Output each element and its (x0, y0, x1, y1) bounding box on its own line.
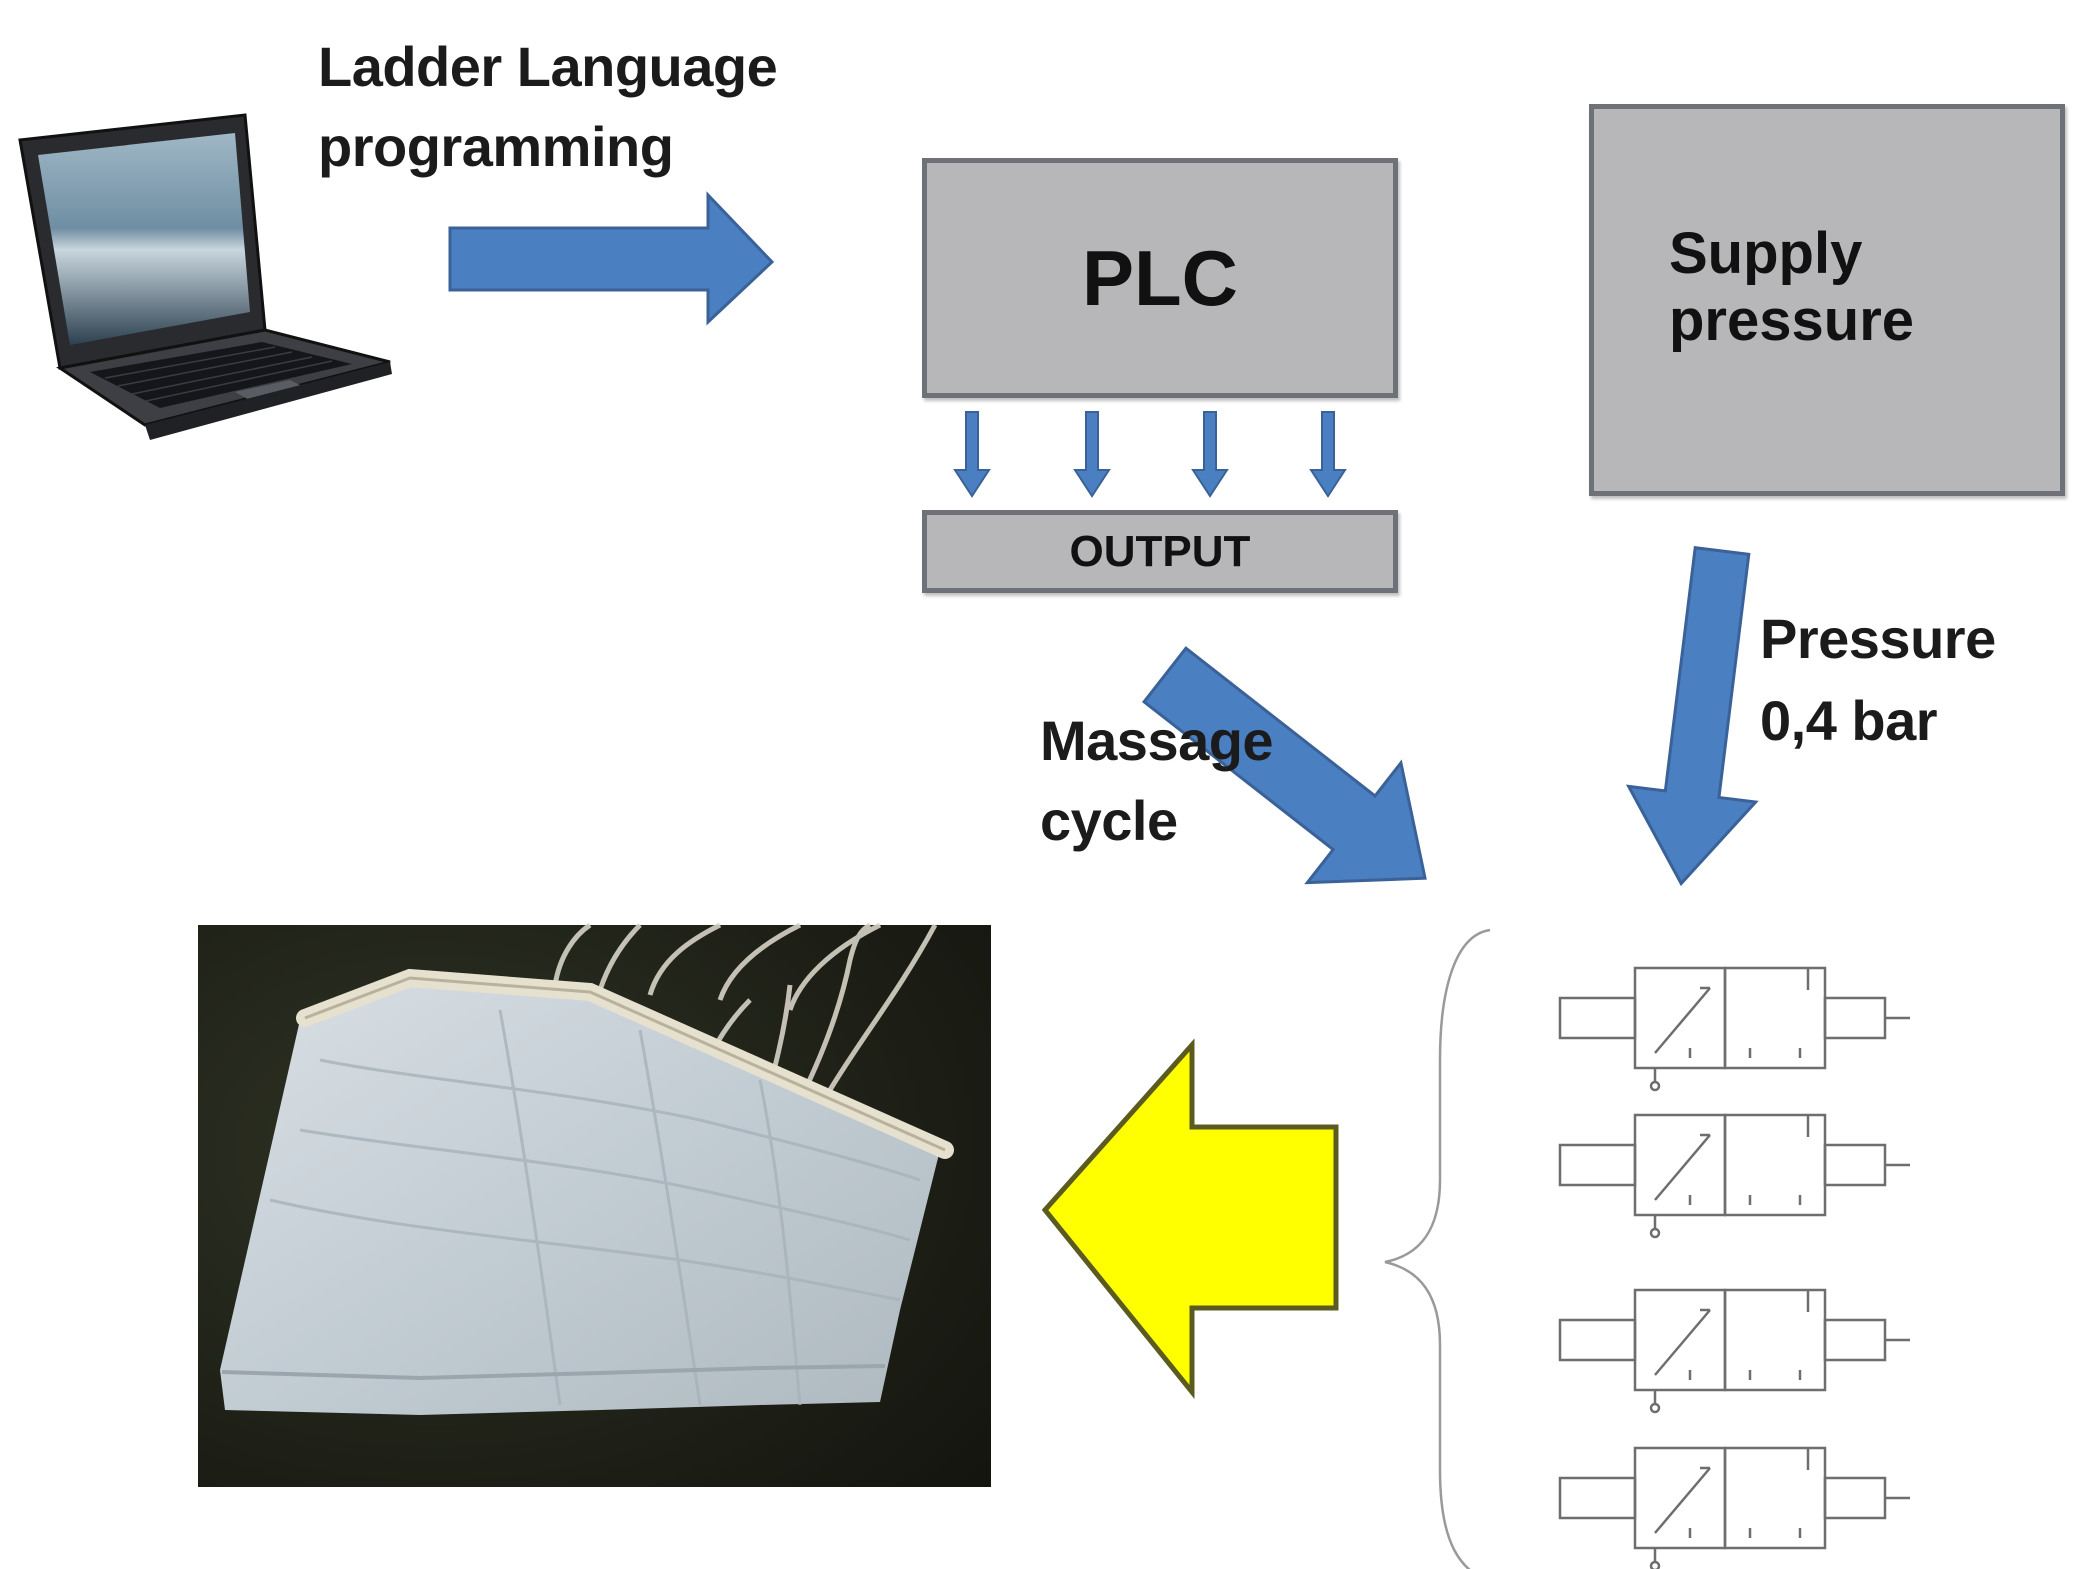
supply-pressure-box: Supply pressure (1589, 104, 2065, 496)
pressure-label-line1: Pressure (1760, 607, 1996, 670)
supply-label-line2: pressure (1669, 287, 1915, 353)
massage-label-line2: cycle (1040, 789, 1178, 852)
massage-label-line1: Massage (1040, 709, 1274, 772)
solenoid-valve-icon (1558, 966, 1910, 1569)
programming-arrow (448, 191, 775, 326)
laptop-icon (18, 113, 392, 440)
plc-box: PLC (922, 158, 1398, 398)
ladder-label-line1: Ladder Language (318, 35, 778, 98)
ladder-label-line2: programming (318, 115, 674, 178)
massage-garment-photo (198, 922, 991, 1487)
massage-cycle-arrow (1141, 646, 1427, 885)
plc-label: PLC (1082, 233, 1238, 322)
pressure-label-line2: 0,4 bar (1760, 689, 1938, 752)
plc-output-arrows (953, 411, 1347, 498)
supply-label-line1: Supply (1669, 221, 1863, 286)
pressure-arrow (1625, 546, 1759, 887)
output-label: OUTPUT (1069, 526, 1251, 576)
actuation-arrow (1041, 1038, 1339, 1400)
output-box: OUTPUT (922, 510, 1398, 593)
valve-group-brace (1384, 928, 1491, 1569)
